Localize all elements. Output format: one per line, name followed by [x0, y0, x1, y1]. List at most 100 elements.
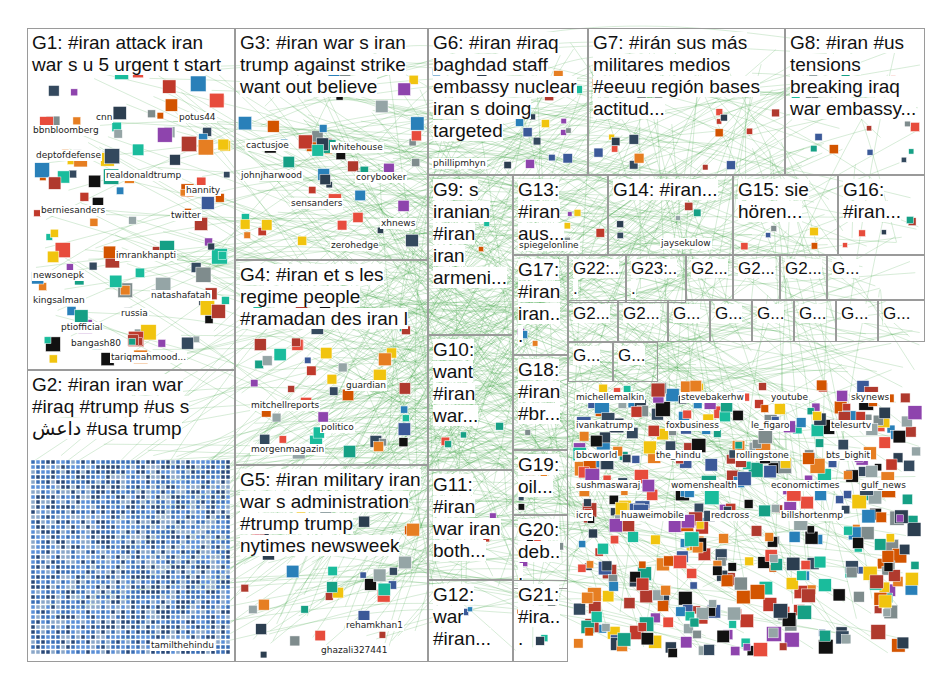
- vertex-icon: [734, 577, 747, 590]
- vertex-icon: [731, 646, 740, 655]
- vertex-icon: [842, 634, 851, 643]
- vertex-icon: [844, 471, 853, 480]
- vertex-icon: [886, 459, 897, 470]
- vertex-icon: [905, 572, 918, 585]
- vertex-icon: [574, 603, 586, 615]
- vertex-icon: [638, 623, 647, 632]
- vertex-icon: [770, 554, 778, 562]
- vertex-icon: [598, 543, 609, 554]
- vertex-icon: [816, 380, 826, 390]
- vertex-icon: [904, 460, 915, 471]
- vertex-icon: [655, 402, 670, 417]
- vertex-icon: [661, 585, 671, 595]
- vertex-icon: [771, 504, 779, 512]
- vertex-icon: [664, 556, 674, 566]
- vertex-icon: [753, 643, 767, 657]
- vertex-icon: [765, 533, 774, 542]
- vertex-icon: [768, 628, 778, 638]
- vertex-icon: [853, 537, 864, 548]
- vertex-icon: [893, 430, 906, 443]
- vertex-icon: [579, 431, 589, 441]
- vertex-icon: [602, 561, 612, 571]
- vertex-icon: [844, 526, 853, 535]
- vertex-icon: [787, 557, 800, 570]
- vertex-icon: [852, 495, 866, 509]
- vertex-icon: [666, 388, 679, 401]
- vertex-icon: [879, 595, 892, 608]
- vertex-icon: [843, 404, 851, 412]
- vertex-icon: [673, 555, 686, 568]
- vertex-icon: [737, 590, 751, 604]
- vertex-icon: [639, 561, 646, 568]
- vertex-icon: [743, 644, 750, 651]
- vertex-icon: [899, 544, 909, 554]
- vertex-icon: [862, 510, 875, 523]
- vertex-icon: [750, 585, 765, 600]
- vertex-icon: [618, 633, 631, 646]
- vertex-icon: [758, 429, 772, 443]
- vertex-icon: [819, 579, 832, 592]
- vertex-icon: [729, 621, 737, 629]
- vertex-icon: [815, 439, 823, 447]
- vertex-icon: [761, 405, 769, 413]
- vertex-icon: [693, 630, 701, 638]
- vertex-icon: [774, 404, 785, 415]
- vertex-icon: [811, 424, 824, 437]
- vertex-icon: [640, 590, 653, 603]
- vertex-icon: [896, 515, 903, 522]
- vertex-icon: [813, 411, 822, 420]
- vertex-icon: [844, 491, 852, 499]
- vertex-icon: [632, 455, 640, 463]
- vertex-icon: [663, 617, 673, 627]
- vertex-icon: [584, 499, 592, 507]
- vertex-icon: [801, 496, 814, 509]
- vertex-icon: [759, 505, 771, 517]
- vertex-icon: [837, 390, 848, 401]
- vertex-icon: [590, 435, 602, 447]
- vertex-icon: [847, 567, 858, 578]
- vertex-icon: [803, 453, 815, 465]
- vertex-icon: [579, 541, 586, 548]
- vertex-icon: [622, 520, 634, 532]
- vertex-icon: [623, 454, 631, 462]
- vertex-icon: [681, 637, 692, 648]
- vertex-icon: [687, 568, 697, 578]
- vertex-icon: [902, 494, 912, 504]
- vertex-icon: [591, 611, 602, 622]
- vertex-icon: [603, 591, 614, 602]
- vertex-icon: [883, 609, 891, 617]
- vertex-icon: [586, 561, 593, 568]
- vertex-icon: [773, 604, 787, 618]
- vertex-icon: [751, 526, 762, 537]
- vertex-icon: [833, 589, 845, 601]
- vertex-icon: [854, 591, 865, 602]
- vertex-icon: [728, 607, 741, 620]
- vertex-icon: [668, 648, 677, 657]
- vertex-icon: [628, 532, 639, 543]
- vertex-icon: [786, 578, 798, 590]
- vertex-icon: [911, 561, 919, 569]
- vertex-icon: [882, 550, 894, 562]
- vertex-icon: [745, 557, 754, 566]
- vertex-icon: [779, 643, 787, 651]
- vertex-icon: [733, 410, 743, 420]
- vertex-icon: [609, 582, 618, 591]
- vertex-icon: [900, 393, 910, 403]
- vertex-icon: [705, 459, 717, 471]
- vertex-icon: [631, 406, 642, 417]
- vertex-icon: [796, 418, 806, 428]
- vertex-icon: [713, 566, 722, 575]
- vertex-icon: [651, 535, 660, 544]
- vertex-icon: [876, 512, 886, 522]
- vertex-icon: [719, 534, 729, 544]
- vertex-icon: [814, 556, 826, 568]
- vertex-icon: [704, 644, 715, 655]
- vertex-icon: [764, 465, 776, 477]
- vertex-icon: [690, 618, 699, 627]
- vertex-icon: [585, 628, 593, 636]
- vertex-icon: [740, 614, 753, 627]
- vertex-icon: [818, 639, 833, 654]
- vertex-icon: [690, 380, 702, 392]
- vertex-icon: [801, 560, 810, 569]
- vertex-icon: [574, 639, 583, 648]
